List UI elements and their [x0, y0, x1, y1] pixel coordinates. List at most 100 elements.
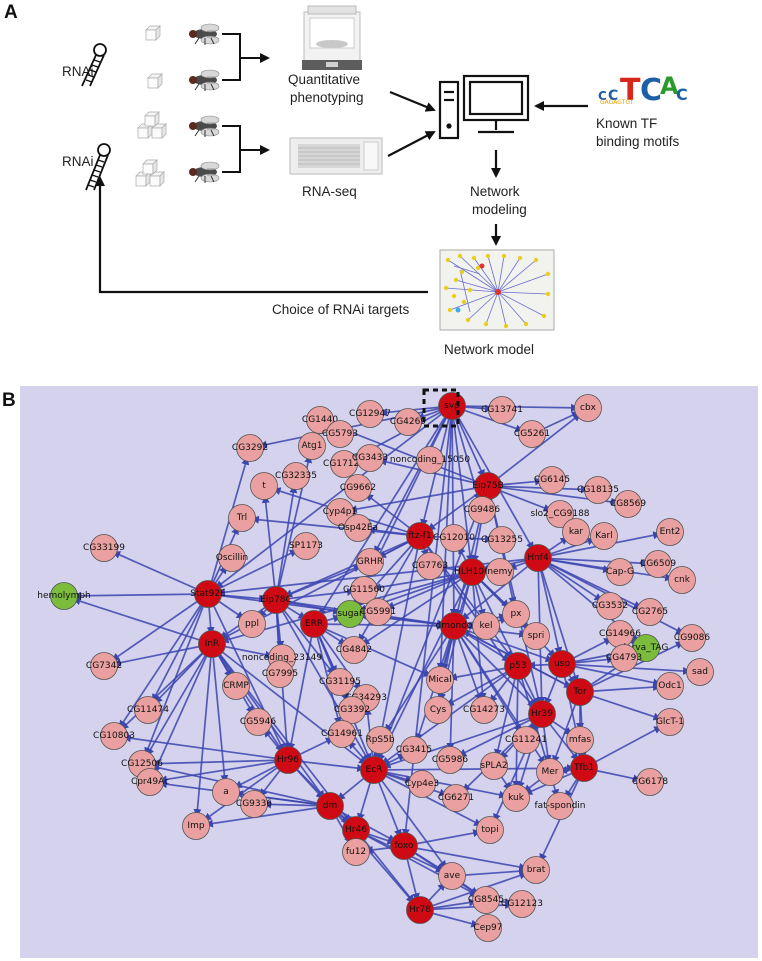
- node-CG11474[interactable]: CG11474: [127, 696, 169, 724]
- node-CG11241[interactable]: CG11241: [505, 726, 547, 754]
- node-CG31195[interactable]: CG31195: [319, 668, 361, 696]
- node-CG14273[interactable]: CG14273: [463, 696, 505, 724]
- node-CG6509[interactable]: CG6509: [640, 550, 676, 578]
- node-CG6271[interactable]: CG6271: [438, 784, 474, 812]
- node-CG5261[interactable]: CG5261: [514, 420, 550, 448]
- node-kel[interactable]: kel: [472, 612, 500, 640]
- node-CG3433[interactable]: CG3433: [352, 444, 388, 472]
- node-dmondo[interactable]: dmondo: [436, 612, 473, 640]
- node-CG18135[interactable]: CG18135: [577, 476, 619, 504]
- node-Mical[interactable]: Mical: [426, 666, 454, 694]
- node-CG7342[interactable]: CG7342: [86, 652, 122, 680]
- node-ftz-f1[interactable]: ftz-f1: [406, 522, 434, 550]
- node-GlcT-1[interactable]: GlcT-1: [656, 708, 684, 736]
- node-Osp42Ea[interactable]: Osp42Ea: [338, 514, 378, 542]
- node-sugar[interactable]: sugar: [336, 600, 364, 628]
- node-Cyp4e3[interactable]: Cyp4e3: [405, 770, 439, 798]
- node-Ent2[interactable]: Ent2: [656, 518, 684, 546]
- node-dm[interactable]: dm: [316, 792, 344, 820]
- node-ppl[interactable]: ppl: [238, 610, 266, 638]
- node-t[interactable]: t: [250, 472, 278, 500]
- node-CRMP[interactable]: CRMP: [222, 672, 250, 700]
- node-Tfb1[interactable]: Tfb1: [570, 754, 598, 782]
- node-hemolymph[interactable]: hemolymph: [37, 582, 91, 610]
- node-usp[interactable]: usp: [548, 650, 576, 678]
- node-mfas[interactable]: mfas: [566, 726, 594, 754]
- node-SP1173[interactable]: SP1173: [289, 532, 323, 560]
- node-CG3415[interactable]: CG3415: [396, 736, 432, 764]
- node-Cyp4p1[interactable]: Cyp4p1: [323, 498, 358, 526]
- node-CG6178[interactable]: CG6178: [632, 768, 668, 796]
- node-Trl[interactable]: Trl: [228, 504, 256, 532]
- node-CG33199[interactable]: CG33199: [83, 534, 125, 562]
- node-svp[interactable]: svp: [438, 392, 466, 420]
- node-Hr96[interactable]: Hr96: [274, 746, 302, 774]
- node-CG9662[interactable]: CG9662: [340, 474, 376, 502]
- node-Cap-G[interactable]: Cap-G: [606, 558, 634, 586]
- node-EcR[interactable]: EcR: [360, 756, 388, 784]
- node-CG14961[interactable]: CG14961: [321, 720, 363, 748]
- node-Hr39[interactable]: Hr39: [528, 700, 556, 728]
- node-HLH106[interactable]: HLH106: [454, 558, 490, 586]
- node-brat[interactable]: brat: [522, 856, 550, 884]
- node-CG5986[interactable]: CG5986: [432, 746, 468, 774]
- node-CG11560[interactable]: CG11560: [343, 576, 385, 604]
- node-Imp[interactable]: Imp: [182, 812, 210, 840]
- node-CG13741[interactable]: CG13741: [481, 396, 523, 424]
- node-InR[interactable]: InR: [198, 630, 226, 658]
- node-Atg1[interactable]: Atg1: [298, 432, 326, 460]
- node-CG7763[interactable]: CG7763: [412, 552, 448, 580]
- node-ERR[interactable]: ERR: [300, 610, 328, 638]
- node-CG8569[interactable]: CG8569: [610, 490, 646, 518]
- node-CG32335[interactable]: CG32335: [275, 462, 317, 490]
- node-kar[interactable]: kar: [562, 518, 590, 546]
- node-fat-spondin[interactable]: fat-spondin: [535, 792, 586, 820]
- node-CG12123[interactable]: CG12123: [501, 890, 543, 918]
- node-Stat92E[interactable]: Stat92E: [190, 580, 226, 608]
- node-Eip75B[interactable]: Eip75B: [472, 472, 504, 500]
- node-slo2_CG9188[interactable]: slo2_CG9188: [530, 500, 590, 528]
- node-CG5991[interactable]: CG5991: [360, 598, 396, 626]
- node-a[interactable]: a: [212, 778, 240, 806]
- node-Eip78C[interactable]: Eip78C: [260, 586, 292, 614]
- node-Cys[interactable]: Cys: [424, 696, 452, 724]
- node-Cpr49Ac[interactable]: Cpr49Ac: [131, 768, 169, 796]
- node-CG2765[interactable]: CG2765: [632, 598, 668, 626]
- node-CG3532[interactable]: CG3532: [592, 592, 628, 620]
- node-px[interactable]: px: [502, 600, 530, 628]
- node-CG9336[interactable]: CG9336: [236, 790, 272, 818]
- node-sPLA2[interactable]: sPLA2: [480, 752, 508, 780]
- node-kuk[interactable]: kuk: [502, 784, 530, 812]
- node-foxo[interactable]: foxo: [390, 832, 418, 860]
- node-CG9086[interactable]: CG9086: [674, 624, 710, 652]
- node-CG3392[interactable]: CG3392: [334, 696, 370, 724]
- node-Hr78[interactable]: Hr78: [406, 896, 434, 924]
- node-CG12010[interactable]: CG12010: [433, 524, 475, 552]
- node-CG8545[interactable]: CG8545: [468, 886, 504, 914]
- node-CG4269[interactable]: CG4269: [390, 408, 426, 436]
- node-Karl[interactable]: Karl: [590, 522, 618, 550]
- node-CG9486[interactable]: CG9486: [464, 496, 500, 524]
- node-CG7995[interactable]: CG7995: [262, 660, 298, 688]
- node-cbx[interactable]: cbx: [574, 394, 602, 422]
- node-fu12[interactable]: fu12: [342, 838, 370, 866]
- node-CG12947[interactable]: CG12947: [349, 400, 391, 428]
- node-CG6145[interactable]: CG6145: [534, 466, 570, 494]
- node-CG3292[interactable]: CG3292: [232, 434, 268, 462]
- node-CG5946[interactable]: CG5946: [240, 708, 276, 736]
- node-CG5793[interactable]: CG5793: [322, 420, 358, 448]
- node-cnk[interactable]: cnk: [668, 566, 696, 594]
- node-p53[interactable]: p53: [504, 652, 532, 680]
- node-sad[interactable]: sad: [686, 658, 714, 686]
- node-larva_TAG[interactable]: larva_TAG: [624, 634, 669, 662]
- node-ave[interactable]: ave: [438, 862, 466, 890]
- node-nemy[interactable]: nemy: [486, 558, 514, 586]
- node-CG13255[interactable]: CG13255: [481, 526, 523, 554]
- node-CG4793[interactable]: CG4793: [606, 644, 642, 672]
- node-Odc1[interactable]: Odc1: [656, 672, 684, 700]
- node-Hnf4[interactable]: Hnf4: [524, 544, 552, 572]
- node-Mer[interactable]: Mer: [536, 758, 564, 786]
- node-topi[interactable]: topi: [476, 816, 504, 844]
- node-CG4842[interactable]: CG4842: [336, 636, 372, 664]
- node-Oscillin[interactable]: Oscillin: [216, 544, 248, 572]
